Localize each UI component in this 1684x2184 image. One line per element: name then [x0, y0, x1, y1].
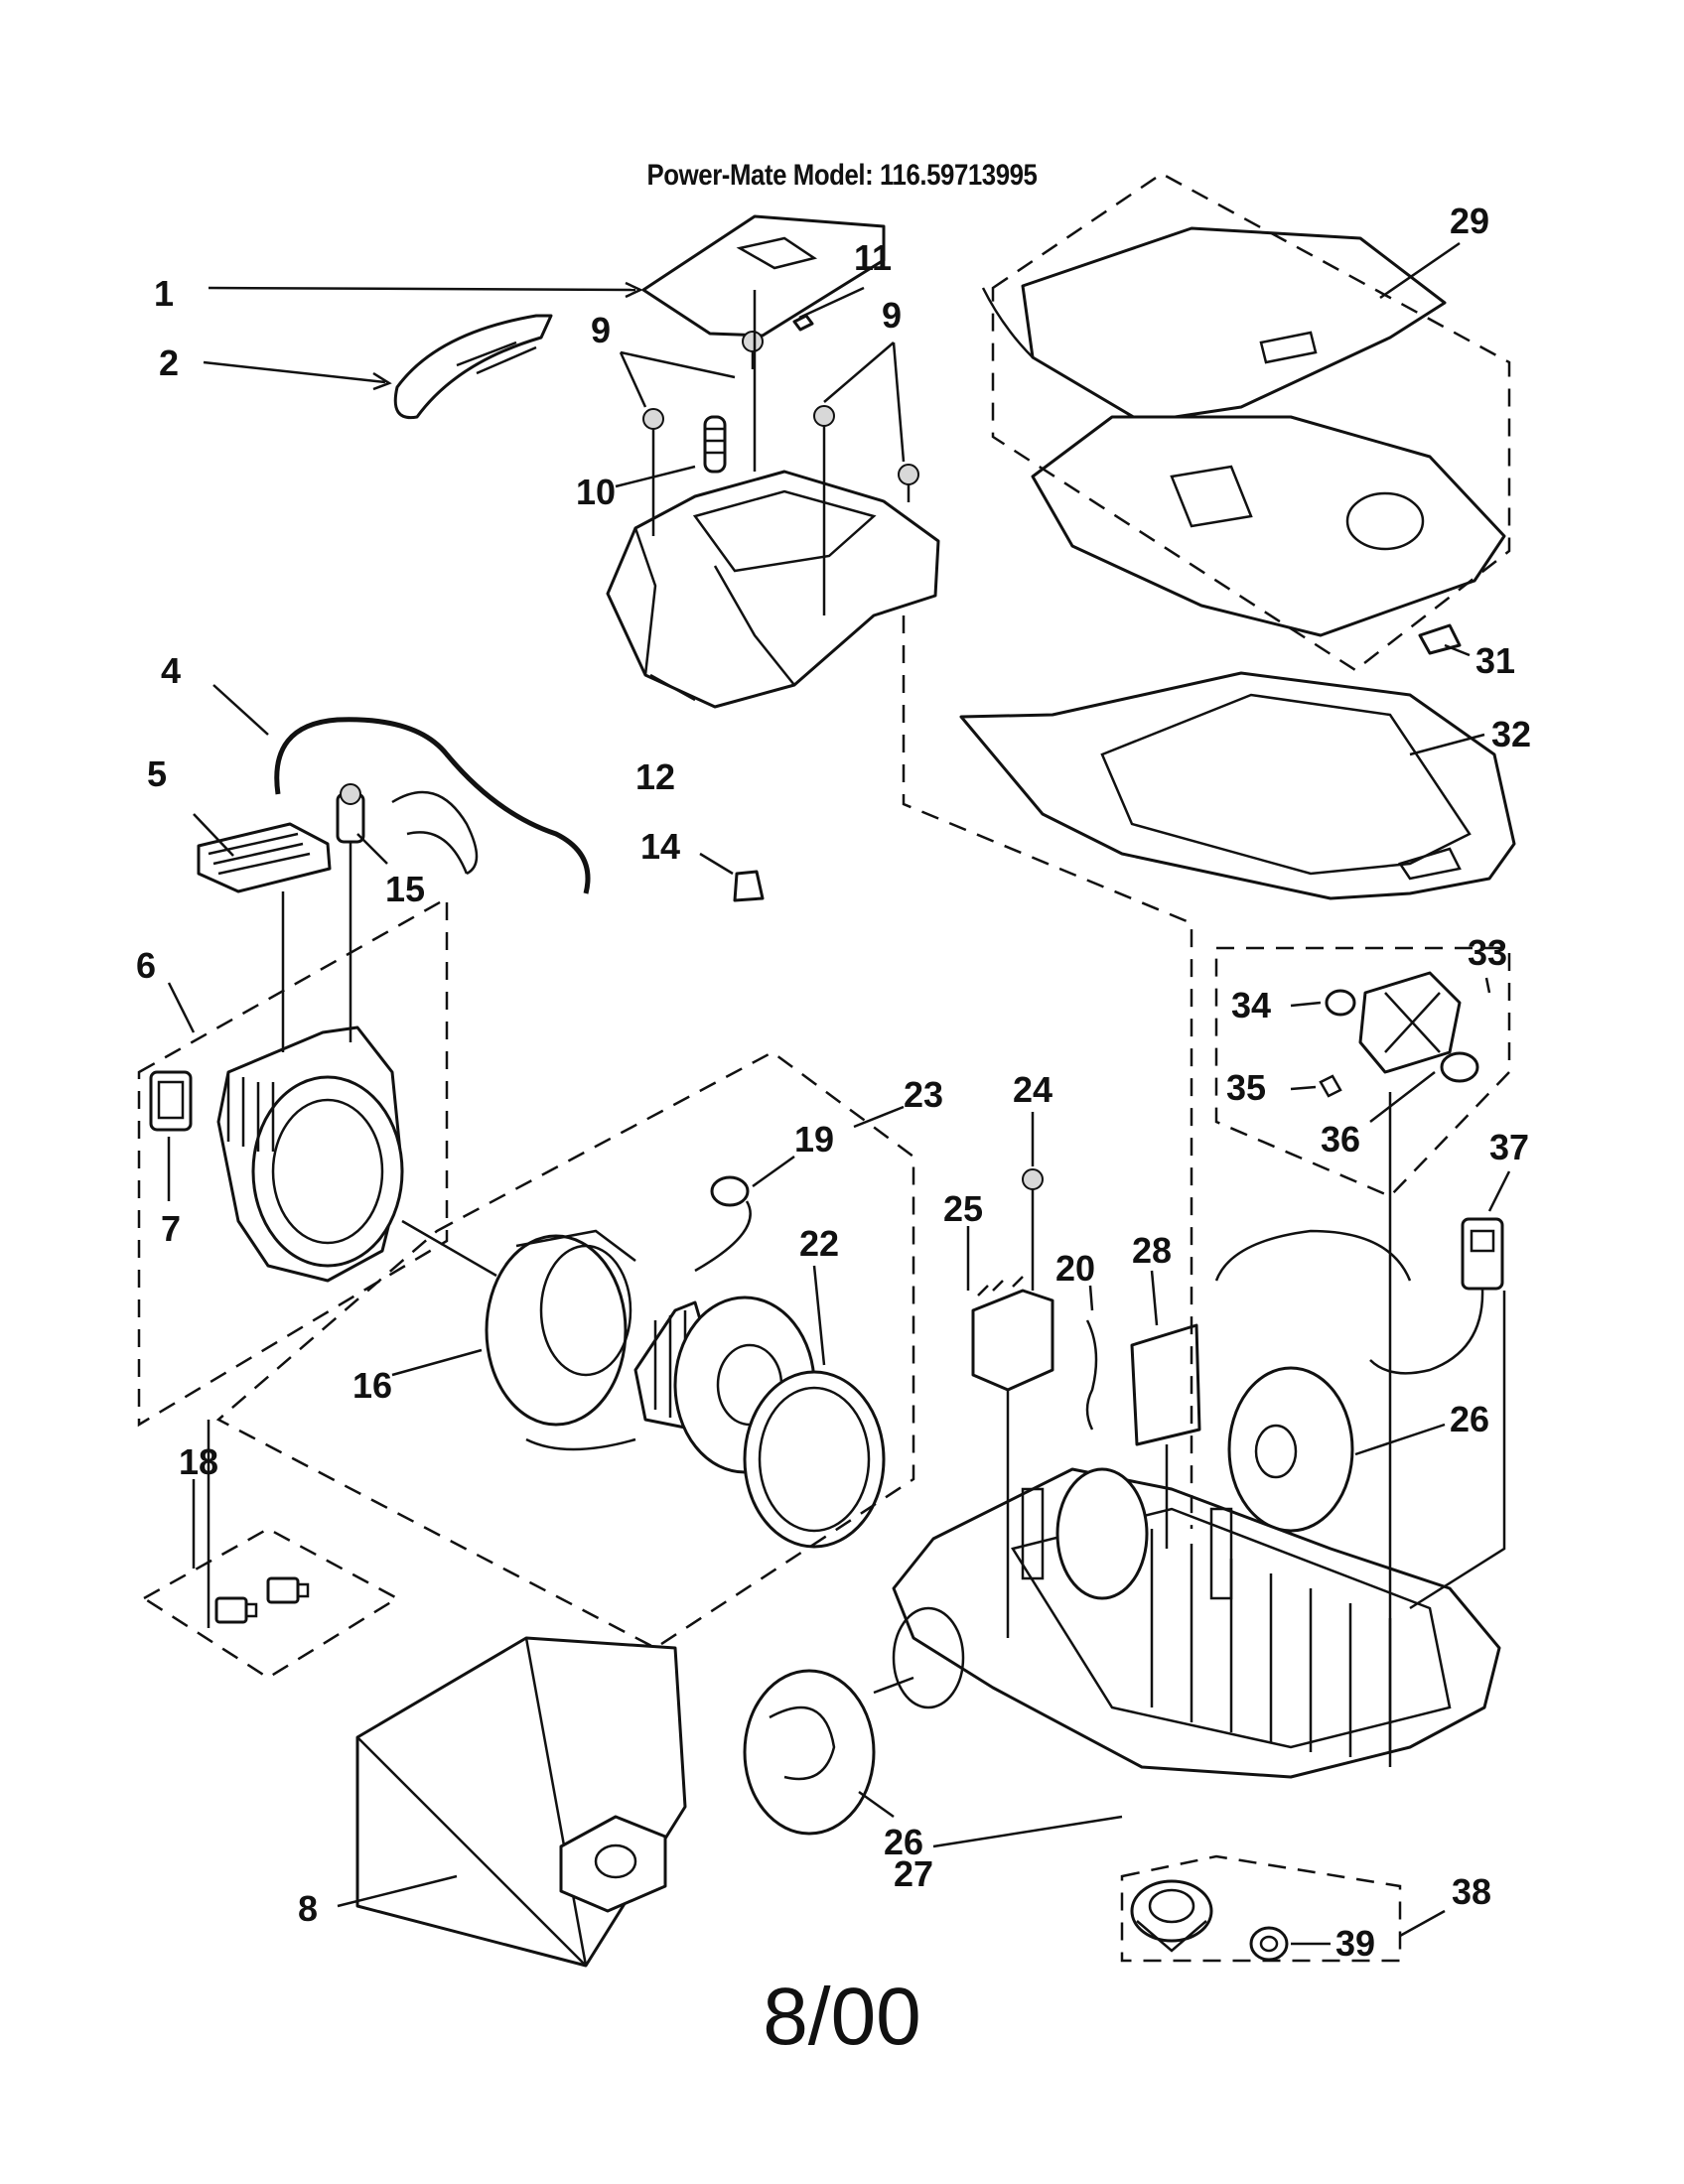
part-2-handle-grip	[393, 314, 553, 420]
part-29-top-lid	[981, 226, 1506, 637]
callout-35: 35	[1226, 1067, 1266, 1108]
callout-4: 4	[161, 650, 181, 691]
part-19-capacitor	[694, 1175, 752, 1273]
callout-38: 38	[1452, 1871, 1491, 1912]
callout-2: 2	[159, 342, 179, 383]
assembly-line-cover-top	[651, 290, 826, 615]
callout-9b: 9	[882, 295, 902, 336]
callout-37: 37	[1489, 1127, 1529, 1167]
callout-9a: 9	[591, 310, 611, 350]
callout-6: 6	[136, 945, 156, 986]
callout-8: 8	[298, 1888, 318, 1929]
callout-11: 11	[854, 237, 892, 278]
part-18-motor-brushes	[214, 1576, 310, 1624]
callout-23: 23	[904, 1074, 943, 1115]
part-1-handle-cover	[641, 214, 886, 338]
callout-28: 28	[1132, 1230, 1172, 1271]
group-box-33	[1214, 946, 1511, 1198]
part-14-wire-nut	[733, 870, 765, 902]
model-title: Power-Mate Model: 116.59713995	[646, 159, 1038, 192]
callout-20: 20	[1055, 1248, 1095, 1289]
group-box-6	[137, 895, 449, 1428]
leader-arrows	[167, 241, 1511, 1946]
callout-33: 33	[1468, 932, 1507, 973]
part-37-power-switch	[1369, 1217, 1504, 1375]
callout-34: 34	[1231, 985, 1271, 1025]
part-4-cord	[274, 717, 591, 894]
callout-39: 39	[1335, 1923, 1375, 1964]
callout-16: 16	[352, 1365, 392, 1406]
assembly-line-switch-to-base	[1409, 1291, 1506, 1610]
callout-7: 7	[161, 1208, 181, 1249]
callout-36: 36	[1321, 1119, 1360, 1160]
revision-date: 8/00	[763, 1972, 921, 2062]
assembly-line-housing-to-motor	[401, 1219, 497, 1278]
group-box-18	[141, 1527, 400, 1680]
callout-15: 15	[385, 869, 425, 909]
part-26-wheel-upper	[1214, 1229, 1412, 1533]
callout-19: 19	[794, 1119, 834, 1160]
part-22-motor-gasket	[743, 1370, 886, 1549]
callout-27: 27	[894, 1853, 933, 1894]
callout-24: 24	[1013, 1069, 1052, 1110]
callout-14: 14	[640, 826, 680, 867]
callout-22: 22	[799, 1223, 839, 1264]
part-11-clip	[792, 314, 814, 332]
part-5-exhaust-filter	[197, 822, 332, 893]
part-12-handle-base	[606, 470, 940, 709]
part-10-spring	[703, 415, 727, 474]
part-20-wire	[1085, 1319, 1098, 1431]
callout-12: 12	[635, 756, 675, 797]
callout-29: 29	[1450, 201, 1489, 241]
part-24-screw	[1022, 1168, 1044, 1216]
part-27-canister-base	[892, 1467, 1501, 1779]
callout-32: 32	[1491, 714, 1531, 754]
part-7-switch	[149, 1070, 193, 1132]
part-32-bag-cover	[959, 671, 1516, 900]
callout-10: 10	[576, 472, 616, 512]
group-box-23	[215, 1050, 915, 1650]
callout-1: 1	[154, 273, 174, 314]
callout-31: 31	[1475, 640, 1515, 681]
part-38-caster-assembly	[1130, 1879, 1213, 1953]
assembly-line-wheel-to-base	[873, 1676, 914, 1695]
part-16-motor-filter-foam	[485, 1229, 636, 1427]
part-33-latch-assembly	[1319, 971, 1479, 1098]
callout-26b: 26	[884, 1822, 923, 1862]
callout-25: 25	[943, 1188, 983, 1229]
part-8-dust-bag	[355, 1636, 687, 1968]
part-39-caster-wheel	[1249, 1926, 1289, 1962]
callout-18: 18	[179, 1441, 218, 1482]
part-28-filter-pad	[1130, 1323, 1201, 1446]
part-25-switch-relay	[971, 1276, 1054, 1392]
callout-5: 5	[147, 753, 167, 794]
part-26-wheel-lower	[743, 1669, 876, 1836]
callout-26a: 26	[1450, 1399, 1489, 1439]
part-6-motor-housing	[216, 1025, 404, 1283]
assembly-line-handle-to-body	[902, 615, 1193, 1529]
part-9-screws	[642, 331, 919, 502]
group-box-29	[991, 172, 1511, 672]
part-15-strain-relief	[336, 783, 365, 844]
